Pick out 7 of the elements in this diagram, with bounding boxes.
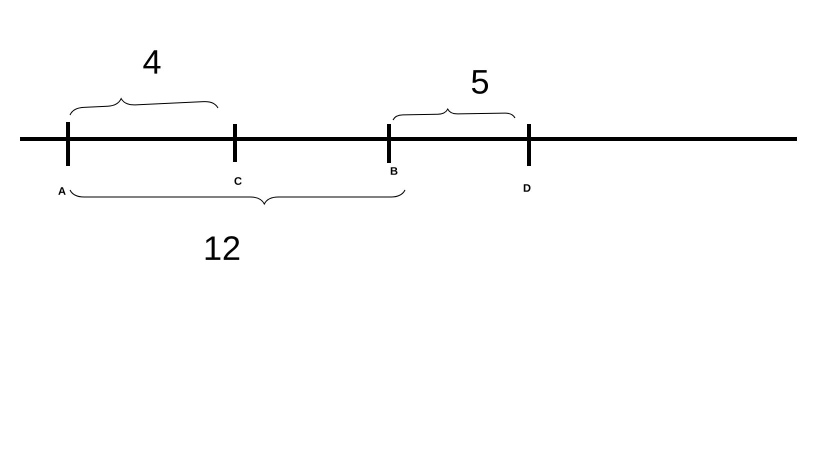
point-label: C: [234, 177, 242, 185]
point-label: D: [524, 184, 531, 192]
dimension-label: 5: [472, 70, 488, 94]
dimension-label: 4: [143, 50, 160, 74]
dimension-label: 12: [206, 236, 240, 260]
point-label: A: [58, 187, 66, 195]
point-label: B: [390, 167, 398, 175]
